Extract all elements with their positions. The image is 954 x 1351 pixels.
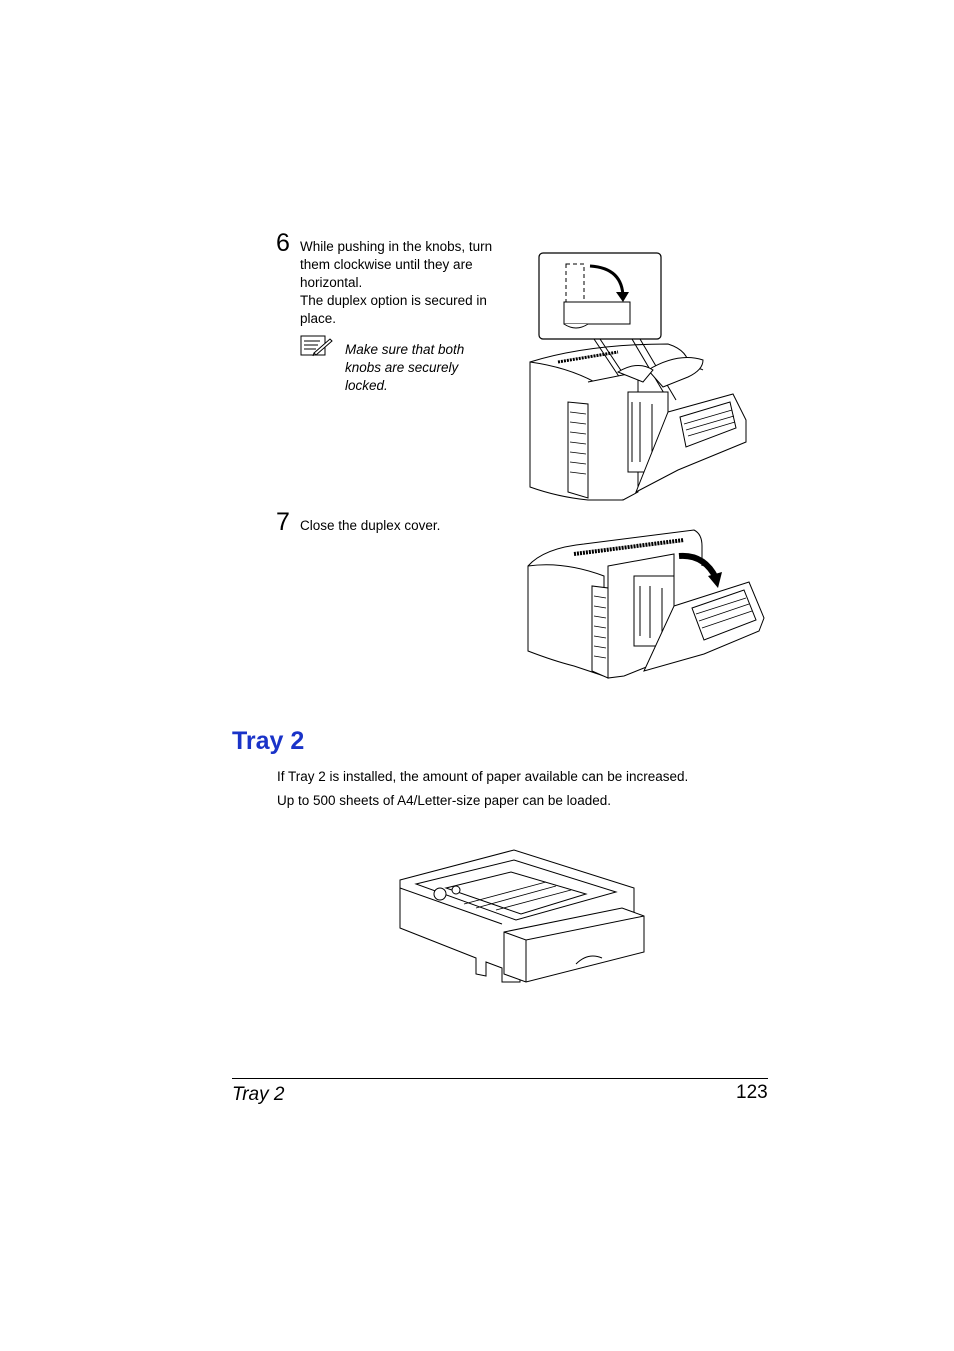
step-6-line: The duplex option is secured in [300, 293, 487, 308]
step-7-text: Close the duplex cover. [300, 518, 441, 533]
knob-rotate-illustration [529, 252, 747, 501]
step-7-number: 7 [276, 508, 290, 536]
section-paragraph: If Tray 2 is installed, the amount of pa… [277, 769, 689, 784]
section-paragraph: Up to 500 sheets of A4/Letter-size paper… [277, 793, 611, 808]
note-icon [300, 335, 333, 357]
page-number: 123 [736, 1082, 768, 1103]
step-6-line: place. [300, 311, 337, 326]
close-duplex-cover-illustration [527, 529, 765, 679]
footer-rule [232, 1078, 768, 1079]
step-6-line: While pushing in the knobs, turn [300, 239, 493, 254]
footer-section-name: Tray 2 [232, 1084, 285, 1105]
note-line: knobs are securely [345, 360, 459, 375]
step-6-line: them clockwise until they are [300, 257, 473, 272]
step-6-note: Make sure that both knobs are securely l… [345, 341, 515, 395]
note-line: locked. [345, 378, 388, 393]
note-line: Make sure that both [345, 342, 465, 357]
step-6-number: 6 [276, 229, 290, 257]
section-title: Tray 2 [232, 727, 305, 755]
tray-2-illustration [399, 849, 645, 983]
step-6-text: While pushing in the knobs, turn them cl… [300, 238, 515, 328]
step-6-line: horizontal. [300, 275, 363, 290]
